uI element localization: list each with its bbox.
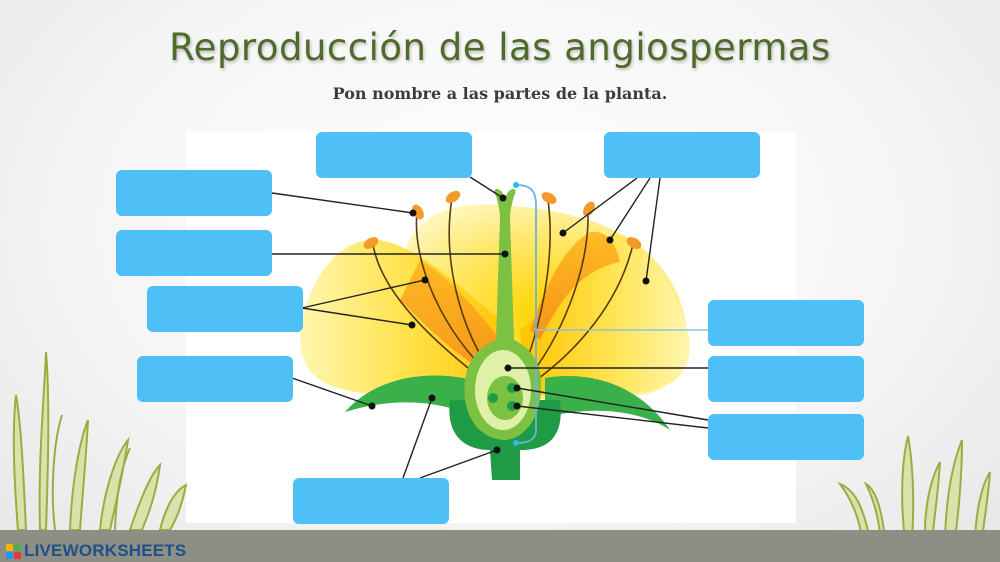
answer-box-anther[interactable] (116, 170, 272, 216)
answer-box-sepal[interactable] (137, 356, 293, 402)
ground-strip (0, 530, 1000, 562)
brand-name: LIVEWORKSHEETS (24, 541, 187, 560)
instructions: Pon nombre a las partes de la planta. (332, 84, 668, 103)
grass-right-decoration (837, 435, 991, 541)
answer-box-receptacle[interactable] (293, 478, 449, 524)
leader-lines (271, 176, 709, 479)
answer-box-style[interactable] (116, 230, 272, 276)
answer-box-petals[interactable] (604, 132, 760, 178)
answer-box-ovules[interactable] (708, 414, 864, 460)
answer-box-ovary[interactable] (708, 356, 864, 402)
answer-box-pollen-tube[interactable] (708, 300, 864, 346)
answer-box-stigma[interactable] (316, 132, 472, 178)
leader-dots (368, 194, 650, 454)
grass-left-decoration (12, 351, 188, 531)
liveworksheets-brand[interactable]: LIVEWORKSHEETS (6, 541, 186, 561)
pollen-tube-line (515, 184, 537, 444)
liveworksheets-logo-icon (6, 543, 21, 559)
page-title: Reproducción de las angiospermas (169, 26, 831, 69)
pistil (464, 189, 542, 440)
answer-box-filament[interactable] (147, 286, 303, 332)
